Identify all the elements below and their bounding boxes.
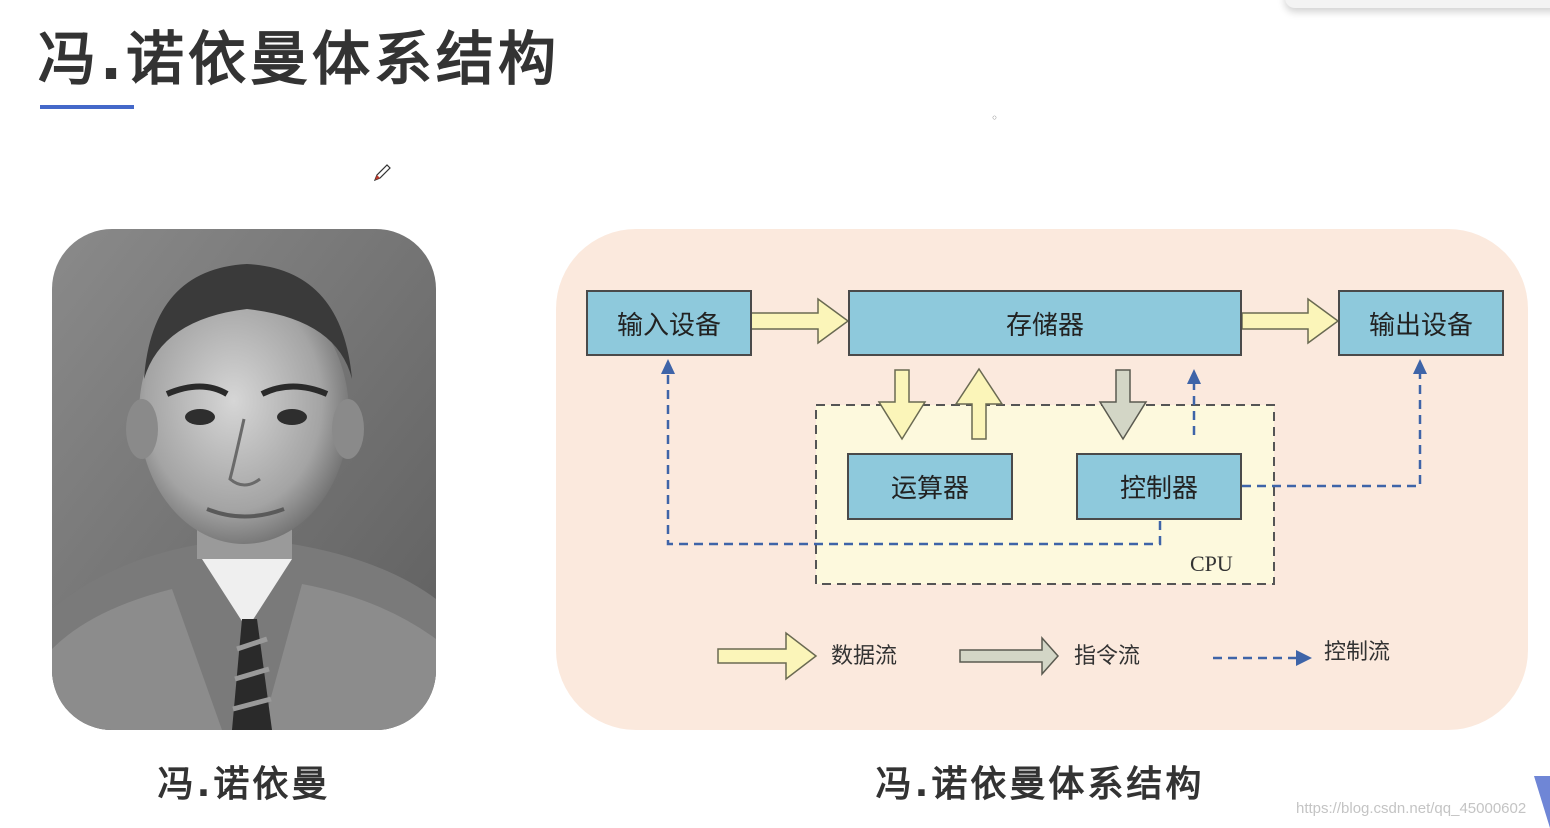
control-arrowhead-output: [1413, 359, 1427, 374]
instruction-flow-arrow-memory-to-controller: [1098, 369, 1148, 441]
legend-data-flow-arrow: [717, 631, 818, 681]
legend-data-flow-label: 数据流: [831, 644, 898, 669]
diagram-caption: 冯.诺依曼体系结构: [875, 764, 1205, 805]
input-device-node: 输入设备: [586, 290, 752, 356]
legend-control-arrowhead: [1296, 650, 1312, 666]
data-flow-arrow-memory-to-output: [1241, 297, 1340, 345]
alu-node: 运算器: [847, 453, 1013, 520]
architecture-diagram-panel: 输入设备 存储器 输出设备 运算器 控制器 CPU 数据流 指令流 控制流: [556, 229, 1528, 730]
data-flow-arrow-memory-to-alu: [877, 369, 927, 441]
corner-triangle-decoration: [1534, 776, 1550, 828]
legend-control-flow-label: 控制流: [1324, 640, 1391, 665]
control-arrowhead-input: [661, 359, 675, 374]
stray-dot-mark: ◦: [991, 111, 999, 125]
data-flow-arrow-input-to-memory: [750, 297, 850, 345]
legend-instruction-flow-label: 指令流: [1074, 644, 1141, 669]
title-underline: [40, 105, 134, 109]
cpu-label: CPU: [1190, 551, 1233, 576]
output-device-node: 输出设备: [1338, 290, 1504, 356]
von-neumann-portrait-photo: [52, 229, 436, 730]
portrait-caption: 冯.诺依曼: [157, 764, 331, 805]
legend-instruction-flow-arrow: [959, 636, 1060, 676]
control-flow-lines: [666, 371, 1422, 546]
watermark-url: https://blog.csdn.net/qq_45000602: [1296, 800, 1527, 817]
memory-node: 存储器: [848, 290, 1242, 356]
controller-node: 控制器: [1076, 453, 1242, 520]
control-flow-controller-to-input: [666, 371, 1162, 546]
data-flow-arrow-alu-to-memory: [954, 367, 1004, 440]
pen-cursor-icon: [373, 164, 391, 182]
page-title: 冯.诺依曼体系结构: [38, 25, 561, 93]
control-arrowhead-memory: [1187, 369, 1201, 384]
top-right-decoration: [1285, 0, 1550, 8]
